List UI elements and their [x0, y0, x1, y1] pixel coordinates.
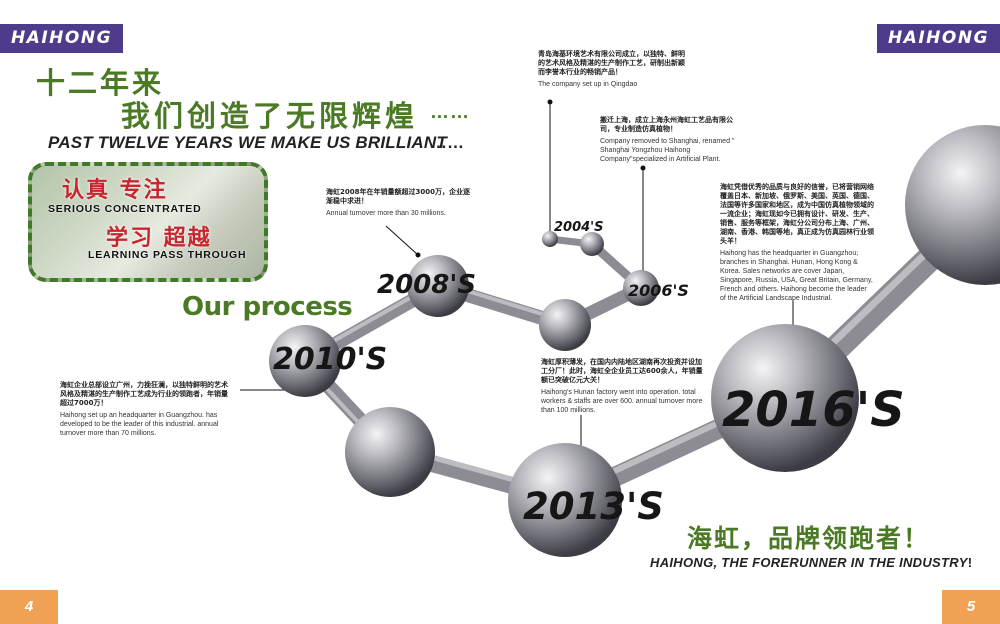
year-label-2016: 2016'S [722, 382, 905, 438]
ball-2004a [542, 231, 558, 247]
milestone-note-2010: 海虹企业总部设立广州，力挽狂澜，以独特鲜明的艺术风格及精湛的生产制作工艺成为行业… [60, 381, 230, 438]
tagline-en-text: HAIHONG, THE FORERUNNER IN THE INDUSTRY [650, 555, 968, 570]
note-cn: 海虹厚积薄发，在国内内陆地区湖南再次投资并设加工分厂！此时，海虹全企业员工达60… [541, 358, 703, 384]
milestone-note-2016: 海虹凭借优秀的品质与良好的信誉，已将营销网络覆盖日本、新加坡、俄罗斯、美国、英国… [720, 183, 874, 303]
tagline-en: HAIHONG, THE FORERUNNER IN THE INDUSTRY! [650, 555, 972, 570]
motto-panel: 认真 专注 SERIOUS CONCENTRATED 学习 超越 LEARNIN… [28, 162, 268, 282]
ball-2008 [407, 255, 469, 317]
note-cn: 搬迁上海，成立上海永州海虹工艺品有限公司，专业制造仿真植物！ [600, 116, 733, 133]
year-label-2004: 2004'S [554, 220, 604, 235]
note-en: Haihong has the headquarter in Guangzhou… [720, 250, 873, 302]
molecule-balls [269, 125, 1000, 557]
ball-2006 [623, 270, 659, 306]
ball-lower [345, 407, 435, 497]
motto-cn-1: 认真 专注 [62, 178, 168, 203]
brand-tab-right: HAIHONG [877, 24, 1000, 53]
tagline-en-mark: ! [967, 555, 973, 570]
note-cn: 海虹2008年在年销量额超过3000万，企业逐渐稳中求进！ [326, 188, 470, 205]
ball-middle [539, 299, 591, 351]
year-label-2010: 2010'S [273, 342, 388, 377]
headline-en: PAST TWELVE YEARS WE MAKE US BRILLIANT [48, 133, 447, 152]
note-en: Annual turnover more than 30 millions. [326, 210, 446, 217]
milestone-note-2013: 海虹厚积薄发，在国内内陆地区湖南再次投资并设加工分厂！此时，海虹全企业员工达60… [541, 358, 705, 415]
note-en: Haihong set up an headquarter in Guangzh… [60, 412, 219, 437]
section-title: Our process [182, 292, 353, 322]
note-en: Company removed to Shanghai, renamed " S… [600, 138, 735, 163]
note-cn: 海虹企业总部设立广州，力挽狂澜，以独特鲜明的艺术风格及精湛的生产制作工艺成为行业… [60, 381, 228, 407]
tagline-cn: 海虹，品牌领跑者！ [687, 524, 931, 553]
note-cn: 青岛海基环境艺术有限公司成立，以独特、鲜明的艺术风格及精湛的生产制作工艺，研制出… [538, 50, 685, 76]
headline-cn-line2: 我们创造了无限辉煌 [121, 99, 419, 133]
headline-ellipsis: …… [430, 102, 470, 123]
milestone-note-2004: 青岛海基环境艺术有限公司成立，以独特、鲜明的艺术风格及精湛的生产制作工艺，研制出… [538, 50, 686, 89]
page-number-right: 5 [942, 590, 1000, 624]
ball-2013 [508, 443, 622, 557]
motto-en-1: SERIOUS CONCENTRATED [48, 203, 202, 215]
brand-tab-left: HAIHONG [0, 24, 123, 53]
motto-cn-2: 学习 超越 [106, 226, 212, 251]
ball-2016 [711, 324, 859, 472]
milestone-note-2006: 搬迁上海，成立上海永州海虹工艺品有限公司，专业制造仿真植物！ Company r… [600, 116, 736, 164]
ball-2004b [580, 232, 604, 256]
headline-cn-line1: 十二年来 [36, 66, 165, 100]
motto-en-2: LEARNING PASS THROUGH [88, 249, 247, 261]
note-en: Haihong's Hunan factory went into operat… [541, 389, 703, 414]
note-cn: 海虹凭借优秀的品质与良好的信誉，已将营销网络覆盖日本、新加坡、俄罗斯、美国、英国… [720, 183, 874, 245]
year-label-2008: 2008'S [377, 270, 477, 300]
page-number-left: 4 [0, 590, 58, 624]
year-label-2006: 2006'S [628, 281, 689, 300]
ball-edge [905, 125, 1000, 285]
ball-2010 [269, 325, 341, 397]
year-label-2013: 2013'S [523, 485, 664, 528]
note-en: The company set up in Qingdao [538, 81, 638, 88]
headline-en-ellipsis: …… [430, 133, 464, 152]
milestone-note-2008: 海虹2008年在年销量额超过3000万，企业逐渐稳中求进！ Annual tur… [326, 188, 476, 218]
